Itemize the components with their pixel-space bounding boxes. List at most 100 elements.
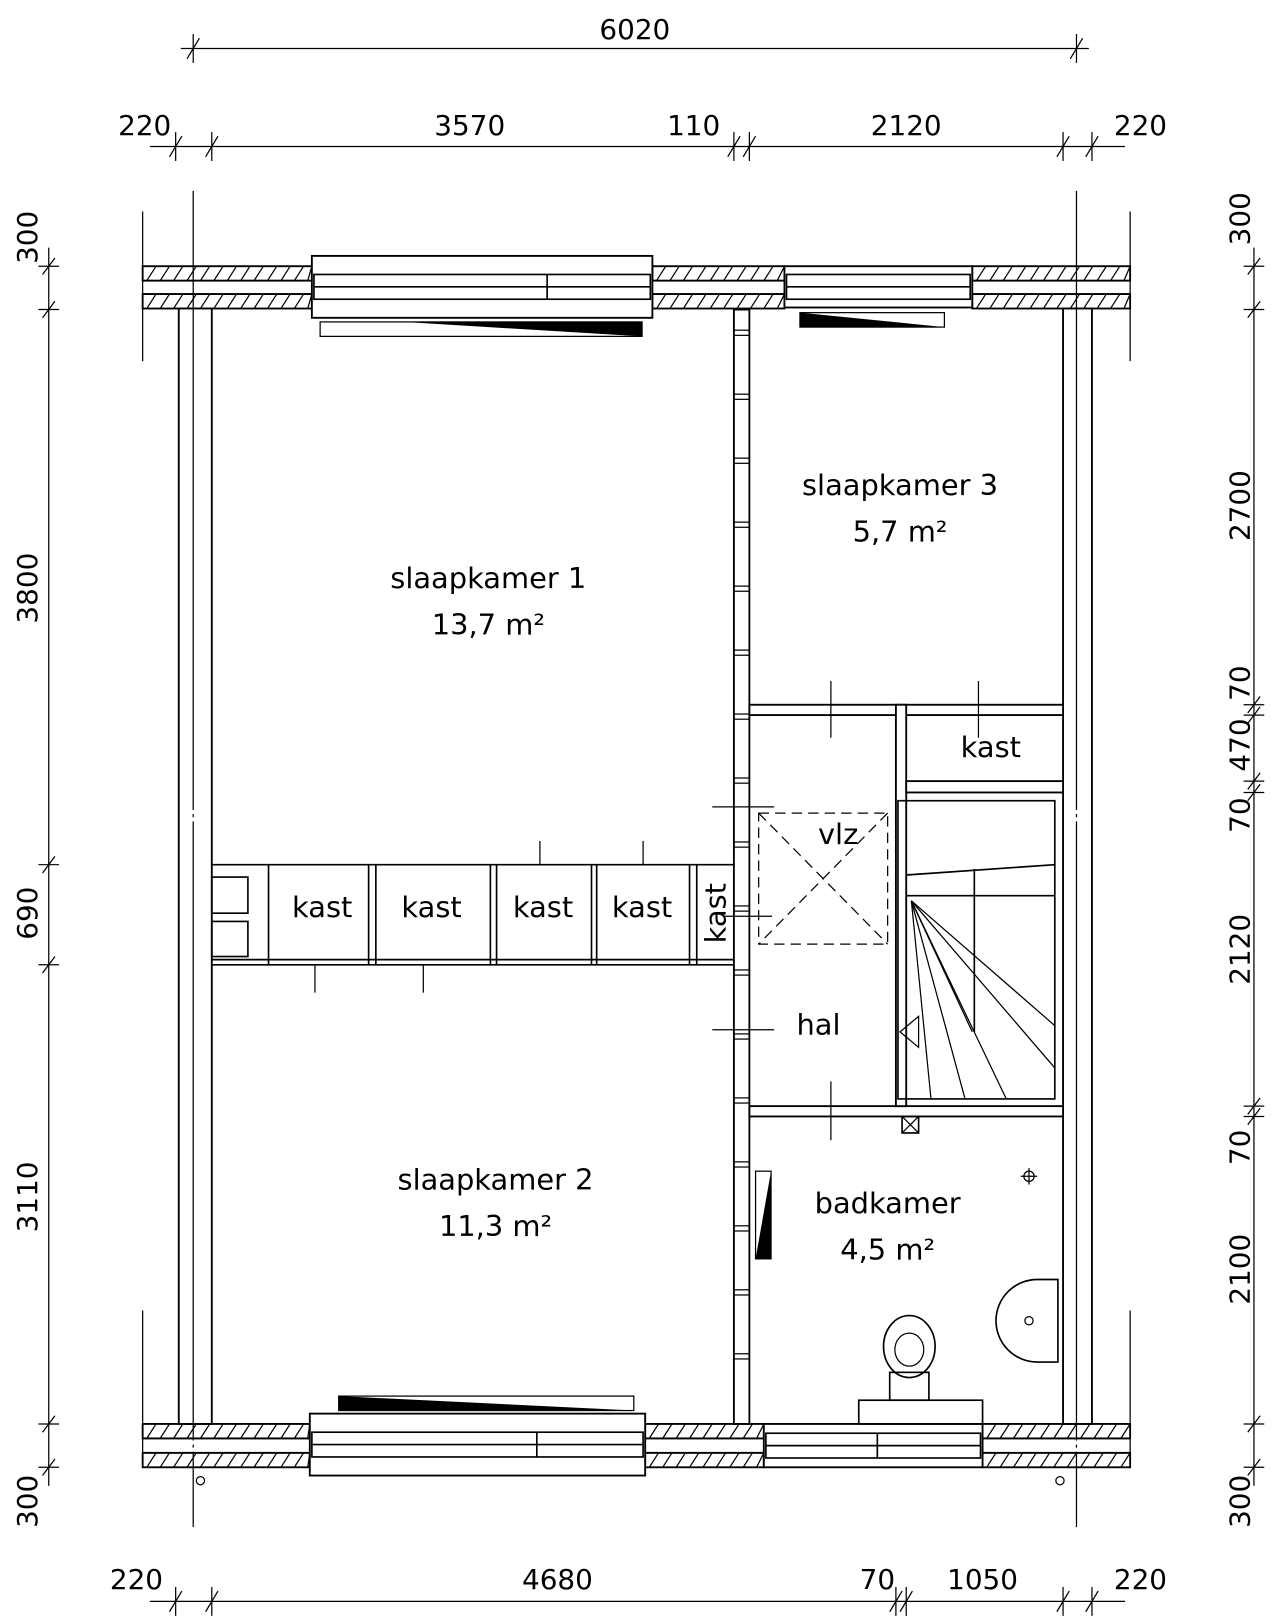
hatch-line (723, 265, 734, 281)
hatch-line (1106, 1452, 1118, 1468)
sink-drain-icon (1024, 1316, 1034, 1326)
hatch-line (1096, 265, 1107, 281)
hatch-line (1120, 1452, 1131, 1468)
dim-tick (727, 135, 741, 158)
vent-shaft (901, 1116, 920, 1134)
hatch-line (648, 1423, 660, 1439)
hatch-line (736, 265, 747, 281)
hatch-line (1016, 293, 1027, 309)
hatch-line (763, 293, 774, 309)
hatch-line (689, 1452, 700, 1468)
marker-circle (195, 1475, 206, 1486)
hatch-line (723, 293, 734, 309)
dim-tick (1247, 696, 1261, 714)
hatch-line (226, 1423, 238, 1439)
dim-tick (168, 135, 183, 158)
hatch-line (696, 293, 707, 309)
hatch-line (293, 1452, 305, 1468)
hatch-line (1029, 293, 1040, 309)
room-name-vlz: vlz (818, 817, 858, 851)
hatch-line (675, 1423, 686, 1439)
hatch-line (702, 1423, 713, 1439)
hatch-line (1093, 1452, 1104, 1468)
hatch-line (293, 1423, 305, 1439)
hatch-line (226, 293, 238, 309)
dim-tick (168, 1590, 183, 1613)
hatch-line (213, 1452, 224, 1468)
dim-tick (889, 1590, 903, 1613)
partition-hal-bottom (748, 1105, 1064, 1118)
hatch-line (1123, 265, 1131, 281)
dim-tick (899, 1590, 913, 1613)
dim-tick (1247, 772, 1261, 790)
dim-tick (742, 135, 757, 158)
hatch-line (240, 265, 251, 281)
hatch-line (213, 265, 224, 281)
hatch-line (1039, 1423, 1051, 1439)
hatch-line (999, 1423, 1010, 1439)
dim-left: 300 (11, 211, 44, 264)
hatch-line (675, 1452, 686, 1468)
hatch-line (159, 1423, 170, 1439)
hatch-line (253, 1423, 264, 1439)
dim-bottom: 4680 (522, 1563, 593, 1596)
hatch-line (226, 265, 238, 281)
hatch-line (253, 1452, 264, 1468)
hatch-line (253, 293, 264, 309)
hatch-line (1083, 265, 1094, 281)
dim-top: 110 (667, 109, 720, 142)
hatch-line (213, 1423, 224, 1439)
sill-wedge (755, 1171, 772, 1259)
hatch-line (682, 293, 694, 309)
hatch-line (709, 265, 720, 281)
storage-box (210, 920, 249, 958)
hatch-line (266, 293, 278, 309)
hatch-line (146, 293, 157, 309)
hatch-line (1083, 293, 1094, 309)
partition-kast-right (905, 780, 1064, 794)
dim-tick (1247, 1097, 1261, 1115)
marker-circle (1055, 1475, 1065, 1486)
dim-left: 300 (11, 1475, 44, 1528)
dim-top-overall: 6020 (599, 13, 670, 46)
hatch-line (146, 1452, 157, 1468)
sill-wedge (402, 321, 643, 337)
hatch-line (1093, 1423, 1104, 1439)
toilet-bowl-icon (882, 1314, 936, 1379)
hatch-line (669, 293, 680, 309)
dim-top: 2120 (871, 109, 942, 142)
stair-outline (897, 799, 1056, 1100)
room-area-badkamer: 4,5 m² (840, 1233, 935, 1267)
hatch-line (280, 265, 291, 281)
hatch-line (1080, 1452, 1091, 1468)
sill-wedge (338, 1396, 634, 1411)
hatch-line (159, 265, 170, 281)
hatch-line (199, 293, 211, 309)
hatch-line (1069, 265, 1081, 281)
dim-tick (1247, 300, 1261, 319)
hatch-line (1110, 265, 1121, 281)
hatch-line (1120, 1423, 1131, 1439)
toilet-seat-icon (894, 1332, 925, 1367)
hatch-line (1042, 265, 1054, 281)
hatch-line (173, 293, 184, 309)
dim-right: 2700 (1224, 470, 1257, 541)
hatch-line (702, 1452, 713, 1468)
hatch-line (1013, 1452, 1024, 1468)
room-name-slaapkamer-3: slaapkamer 3 (802, 468, 998, 502)
dim-tick (1085, 1590, 1099, 1613)
partition-vertical (732, 308, 751, 1425)
hatch-line (1013, 1423, 1024, 1439)
hatch-line (756, 1423, 765, 1439)
dim-bottom: 70 (860, 1563, 895, 1596)
dim-tick (205, 135, 219, 158)
partition-stair (894, 703, 908, 1108)
hatch-line (696, 265, 707, 281)
toilet-tank-icon (888, 1371, 930, 1402)
hatch-line (749, 293, 761, 309)
hatch-line (226, 1452, 238, 1468)
dim-left: 3800 (11, 553, 44, 624)
hatch-line (736, 293, 747, 309)
hatch-line (749, 265, 761, 281)
hatch-line (1056, 265, 1067, 281)
